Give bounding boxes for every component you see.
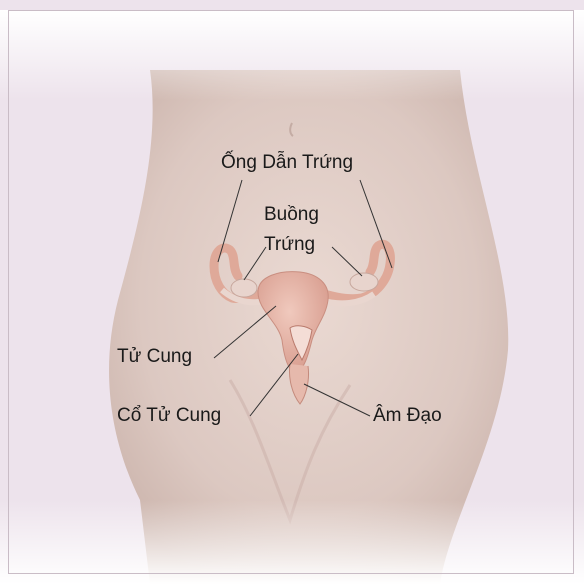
label-vagina: Âm Đạo: [373, 405, 442, 427]
label-uterus: Tử Cung: [117, 346, 192, 368]
label-ovary-line2: Trứng: [264, 234, 315, 256]
label-cervix: Cổ Tử Cung: [117, 405, 221, 427]
ovary-left: [231, 279, 257, 297]
label-ovary-line1: Buồng: [264, 204, 319, 226]
ovary-right: [350, 273, 378, 291]
label-fallopian-tube: Ống Dẫn Trứng: [221, 152, 353, 174]
